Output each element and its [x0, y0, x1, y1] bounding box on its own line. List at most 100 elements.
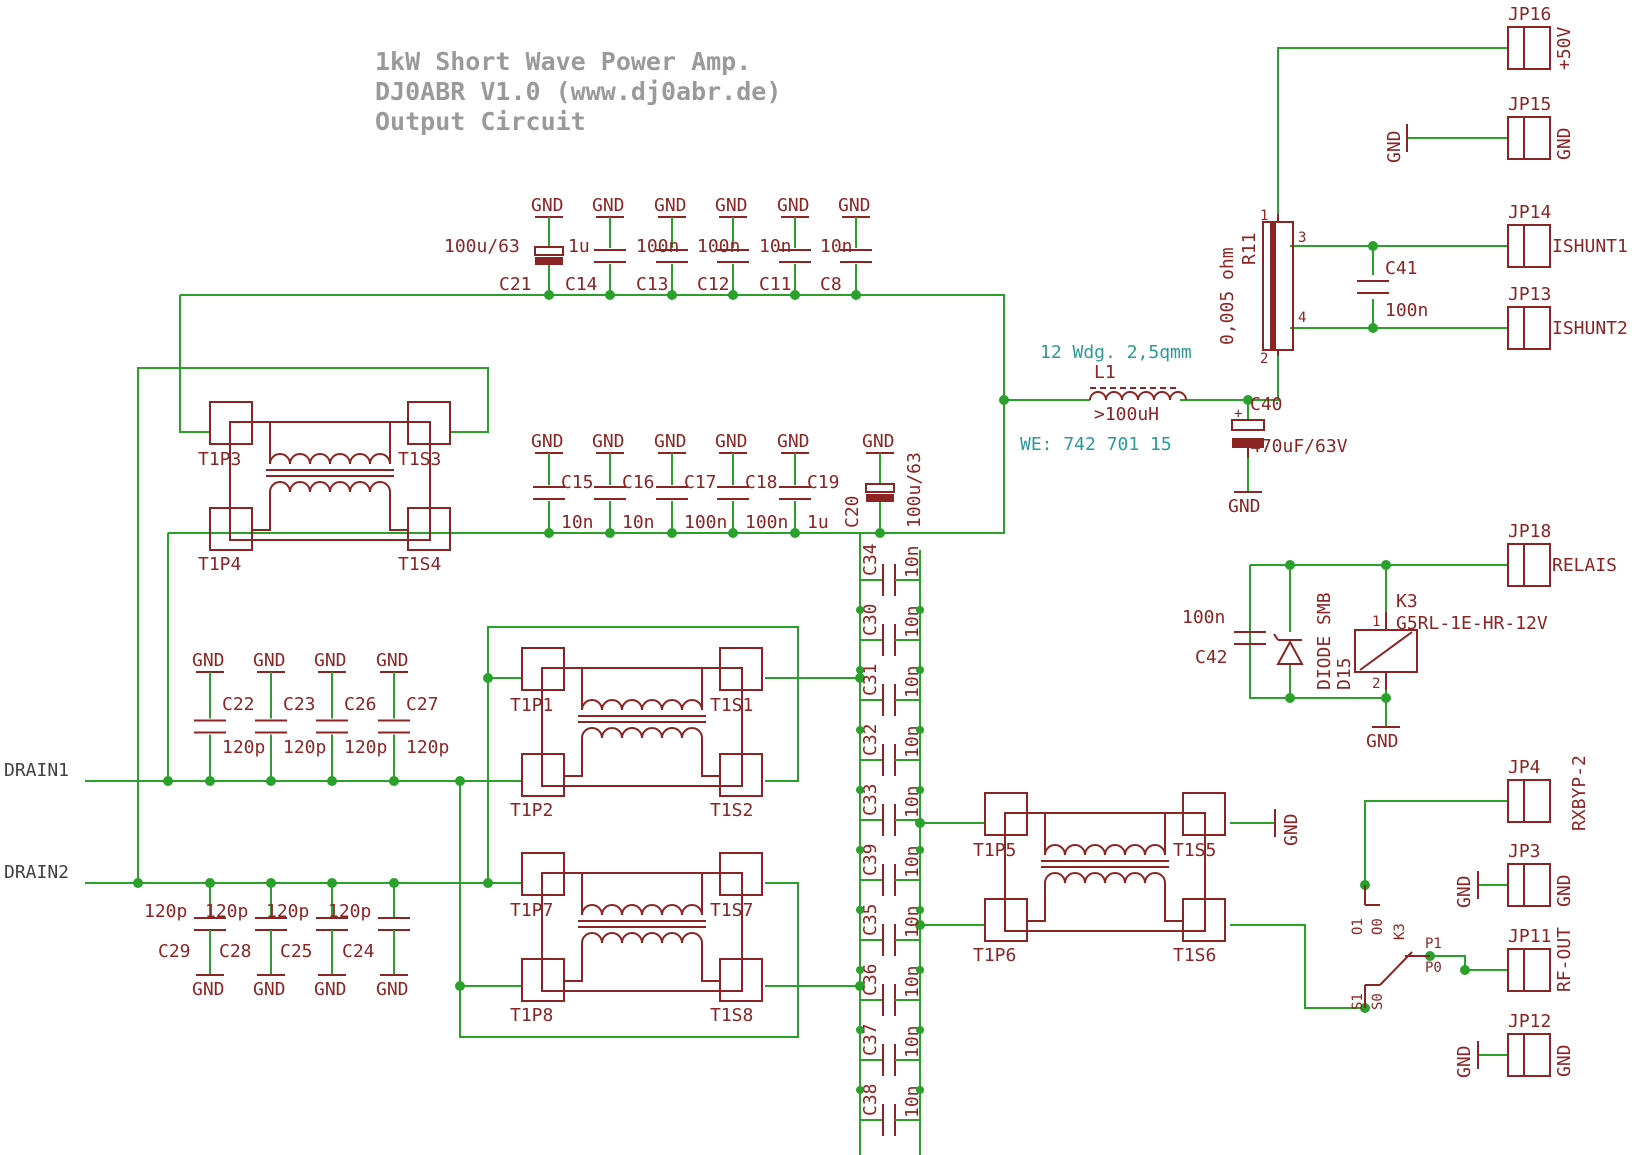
capacitor-name: C23 [283, 694, 316, 715]
capacitor-value: 100n [684, 512, 727, 533]
capacitor-name: C35 [860, 903, 881, 936]
connector[interactable]: JP16+50V [1507, 4, 1575, 70]
capacitor-value: 10n [902, 545, 923, 578]
capacitor-name: C31 [860, 663, 881, 696]
c40-name: C40 [1250, 394, 1283, 415]
capacitor-value: 10n [902, 605, 923, 638]
k3-contact-p1: P1 [1425, 936, 1442, 952]
c40-gnd-label: GND [1228, 496, 1261, 517]
c42-value: 100n [1182, 607, 1225, 628]
inductor-note-winding: 12 Wdg. 2,5qmm [1040, 342, 1192, 363]
r11-pin-4: 4 [1298, 310, 1306, 326]
jp15-gnd-label: GND [1384, 130, 1405, 163]
r11-pin-3: 3 [1298, 230, 1306, 246]
gnd-label: GND [592, 431, 625, 452]
capacitor-value: 10n [622, 512, 655, 533]
gnd-label: GND [715, 431, 748, 452]
gnd-label: GND [715, 195, 748, 216]
jp3-gnd-label: GND [1454, 875, 1475, 908]
capacitor-value: 10n [759, 236, 792, 257]
transformer-pin-label: T1S4 [398, 554, 441, 575]
gnd-label: GND [654, 195, 687, 216]
relay-contact-k3: O1 O0 K3 P1 P0 S1 S0 [1350, 885, 1442, 1010]
capacitor-name: C25 [280, 941, 313, 962]
gnd-label: GND [838, 195, 871, 216]
inductor-note-part: WE: 742 701 15 [1020, 434, 1172, 455]
capacitor-value: 100n [697, 236, 740, 257]
title-line-2: DJ0ABR V1.0 (www.dj0abr.de) [375, 77, 781, 106]
r11-pin-1: 1 [1260, 208, 1268, 224]
capacitor-name: C29 [158, 941, 191, 962]
transformer-pin-label: T1S2 [710, 800, 753, 821]
capacitor-name: C22 [222, 694, 255, 715]
capacitor-value: 100n [636, 236, 679, 257]
decoupling-caps-top: GND100u/63C21GND1uC14GND100nC13GND100nC1… [444, 195, 872, 300]
transformer-pin-label: T1S8 [710, 1005, 753, 1026]
d15-value: DIODE SMB [1314, 592, 1335, 690]
connector-name: JP3 [1508, 841, 1541, 862]
gnd-label: GND [314, 979, 347, 1000]
connector-name: JP4 [1508, 757, 1541, 778]
k3-contact-o1: O1 [1350, 918, 1366, 935]
gnd-label: GND [654, 431, 687, 452]
capacitor-value: 10n [820, 236, 853, 257]
transformer-pin-label: T1S1 [710, 695, 753, 716]
capacitor-name: C14 [565, 274, 598, 295]
capacitor-value: 10n [902, 1025, 923, 1058]
transformer-pin-label: T1P1 [510, 695, 553, 716]
capacitor-name: C32 [860, 723, 881, 756]
transformer-pin-label: T1P7 [510, 900, 553, 921]
capacitor-value: 10n [902, 665, 923, 698]
inductor-value: >100uH [1094, 404, 1159, 425]
transformer-pin-label: T1P4 [198, 554, 241, 575]
capacitor-c41: C41 100n [1357, 258, 1428, 321]
k3-contact-name: K3 [1392, 923, 1408, 940]
capacitor-name: C36 [860, 963, 881, 996]
capacitor-value: 100u/63 [904, 452, 925, 528]
k3-pin-2: 2 [1372, 676, 1380, 692]
capacitor-name: C28 [219, 941, 252, 962]
capacitor-value: 10n [902, 785, 923, 818]
capacitor-value: 10n [902, 845, 923, 878]
k3-contact-s1: S1 [1350, 993, 1366, 1010]
inductor-l1: L1 >100uH 12 Wdg. 2,5qmm WE: 742 701 15 [1020, 342, 1192, 455]
gnd-label: GND [253, 979, 286, 1000]
wires [85, 47, 1508, 1155]
c42-name: C42 [1195, 647, 1228, 668]
connector-name: JP18 [1508, 521, 1551, 542]
capacitor-name: C26 [344, 694, 377, 715]
k3-contact-s0: S0 [1370, 993, 1386, 1010]
connector-label: GND [1554, 874, 1575, 907]
capacitor-name: C16 [622, 472, 655, 493]
gnd-stubs: GND GND GND GND [1274, 124, 1479, 1078]
capacitor-value: 120p [266, 901, 309, 922]
capacitor-value: 1u [807, 512, 829, 533]
capacitor-name: C33 [860, 783, 881, 816]
r11-value: 0,005 ohm [1217, 247, 1238, 345]
k3-pin-1: 1 [1372, 614, 1380, 630]
jp12-gnd-label: GND [1454, 1045, 1475, 1078]
capacitor-value: 100u/63 [444, 236, 520, 257]
capacitor-name: C11 [759, 274, 792, 295]
capacitor-value: 120p [283, 737, 326, 758]
capacitor-name: C39 [860, 843, 881, 876]
capacitor-name: C20 [842, 495, 863, 528]
transformer-pin-label: T1P2 [510, 800, 553, 821]
capacitor-value: 10n [902, 965, 923, 998]
k3-contact-o0: O0 [1370, 918, 1386, 935]
